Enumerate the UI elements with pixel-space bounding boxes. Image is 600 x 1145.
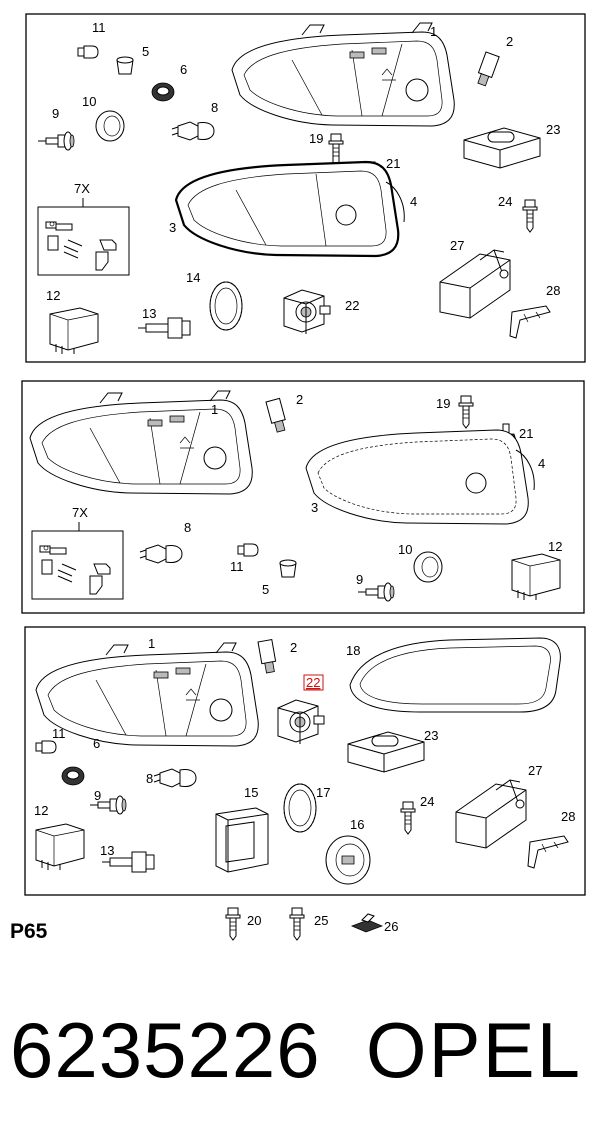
- label-8: 8: [211, 100, 218, 115]
- label-21: 21: [519, 426, 533, 441]
- label-21: 21: [386, 156, 400, 171]
- headlamp-right: [305, 429, 535, 525]
- label-27: 27: [450, 238, 464, 253]
- bulb-shroud: [215, 807, 269, 873]
- label-14: 14: [186, 270, 200, 285]
- label-17: 17: [316, 785, 330, 800]
- highlight-box: [303, 674, 324, 691]
- grommet: [151, 82, 175, 102]
- label-8: 8: [184, 520, 191, 535]
- seal-ring: [95, 110, 125, 142]
- label-5: 5: [262, 582, 269, 597]
- label-11: 11: [92, 20, 106, 35]
- label-1: 1: [430, 24, 437, 39]
- label-2: 2: [506, 34, 513, 49]
- label-4: 4: [538, 456, 545, 471]
- page-code: P65: [10, 920, 48, 943]
- seal-ring: [413, 551, 443, 583]
- panel-1: 11 5 6 1 2 9 10 8 23 19 21 7X: [25, 13, 586, 363]
- headlamp-lens: [349, 637, 561, 713]
- clip-nut-26: [350, 913, 384, 933]
- label-13: 13: [142, 306, 156, 321]
- label-10: 10: [398, 542, 412, 557]
- label-13: 13: [100, 843, 114, 858]
- label-3: 3: [169, 220, 176, 235]
- gear-ring: [283, 783, 317, 833]
- bolt-25: [289, 907, 305, 941]
- label-23: 23: [546, 122, 560, 137]
- label-19: 19: [436, 396, 450, 411]
- label-18: 18: [346, 643, 360, 658]
- label-11: 11: [52, 726, 66, 741]
- label-4: 4: [410, 194, 417, 209]
- label-22-highlighted: 22: [306, 675, 320, 690]
- label-19: 19: [309, 131, 323, 146]
- label-12: 12: [46, 288, 60, 303]
- dust-cover: [325, 835, 371, 885]
- brand-name: OPEL: [365, 1006, 582, 1094]
- label-12: 12: [34, 803, 48, 818]
- label-6: 6: [180, 62, 187, 77]
- panel-3: 1 2 18 22 11 6 23 8 27 9 15 17 24 12: [24, 626, 586, 896]
- label-8: 8: [146, 771, 153, 786]
- label-9: 9: [94, 788, 101, 803]
- headlamp-right: [174, 160, 405, 258]
- label-9: 9: [52, 106, 59, 121]
- label-23: 23: [424, 728, 438, 743]
- label-11: 11: [230, 559, 244, 574]
- bolt-20: [225, 907, 241, 941]
- label-28: 28: [546, 283, 560, 298]
- socket: [279, 559, 297, 578]
- loose-hardware: 20 25 26: [225, 907, 398, 941]
- label-10: 10: [82, 94, 96, 109]
- grommet: [61, 766, 85, 786]
- bulb-w5w: [237, 543, 259, 557]
- label-26: 26: [384, 919, 398, 934]
- label-7x: 7X: [74, 181, 90, 196]
- label-12: 12: [548, 539, 562, 554]
- panel-2: 1 2 19 21 4 3 7X 8 10 12 11 5: [21, 380, 585, 614]
- part-number: 6235226: [10, 1006, 321, 1094]
- motor-actuator: [265, 397, 286, 433]
- socket: [116, 56, 134, 75]
- label-2: 2: [290, 640, 297, 655]
- label-7x: 7X: [72, 505, 88, 520]
- label-20: 20: [247, 913, 261, 928]
- gear-ring: [209, 281, 243, 331]
- label-27: 27: [528, 763, 542, 778]
- label-25: 25: [314, 913, 328, 928]
- label-2: 2: [296, 392, 303, 407]
- headlamp-lens-inner: [359, 645, 551, 705]
- label-16: 16: [350, 817, 364, 832]
- label-1: 1: [148, 636, 155, 651]
- label-24: 24: [498, 194, 512, 209]
- motor-actuator: [477, 51, 500, 87]
- bulb-w5w: [35, 740, 57, 754]
- label-24: 24: [420, 794, 434, 809]
- label-15: 15: [244, 785, 258, 800]
- motor-actuator: [257, 638, 277, 674]
- label-5: 5: [142, 44, 149, 59]
- bulb-w5w: [77, 45, 99, 59]
- label-3: 3: [311, 500, 318, 515]
- label-9: 9: [356, 572, 363, 587]
- label-28: 28: [561, 809, 575, 824]
- label-1: 1: [211, 402, 218, 417]
- label-22: 22: [345, 298, 359, 313]
- label-6: 6: [93, 736, 100, 751]
